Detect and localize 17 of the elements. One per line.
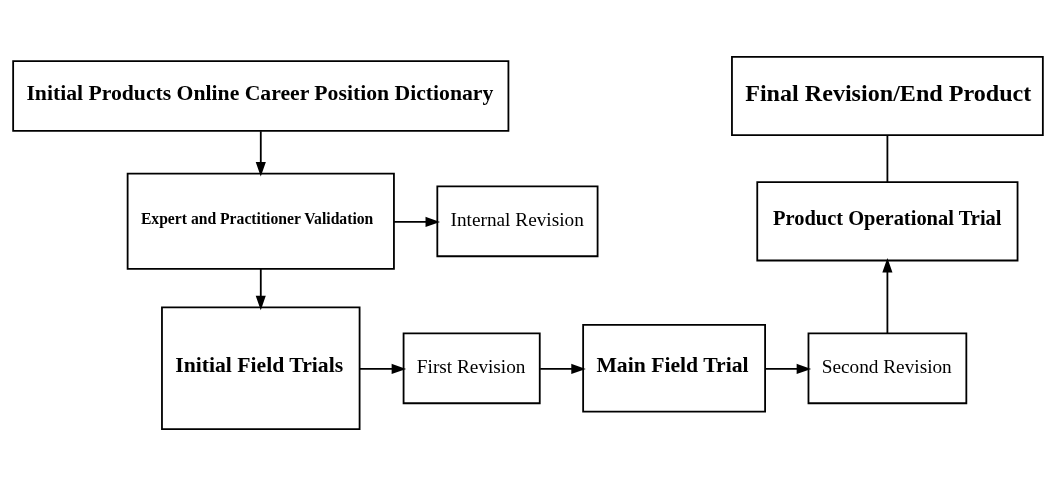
arrow (539, 363, 586, 374)
connector (886, 133, 889, 183)
node-box: First Revision (402, 331, 541, 404)
arrow (255, 129, 266, 176)
node-box: Expert and Practitioner Validation (126, 172, 395, 270)
node-box: Main Field Trial (582, 323, 766, 413)
node-box: Internal Revision (436, 184, 599, 257)
arrow (764, 363, 812, 374)
arrow (255, 267, 266, 310)
node-box: Product Operational Trial (756, 180, 1019, 261)
node-box: Initial Field Trials (161, 306, 361, 430)
arrow (358, 363, 407, 374)
node-box: Second Revision (807, 331, 968, 404)
node-box: Final Revision/End Product (731, 55, 1044, 136)
arrow (882, 257, 893, 334)
arrow (393, 216, 440, 227)
node-box: Initial Products Online Career Position Dictionary (12, 59, 510, 132)
